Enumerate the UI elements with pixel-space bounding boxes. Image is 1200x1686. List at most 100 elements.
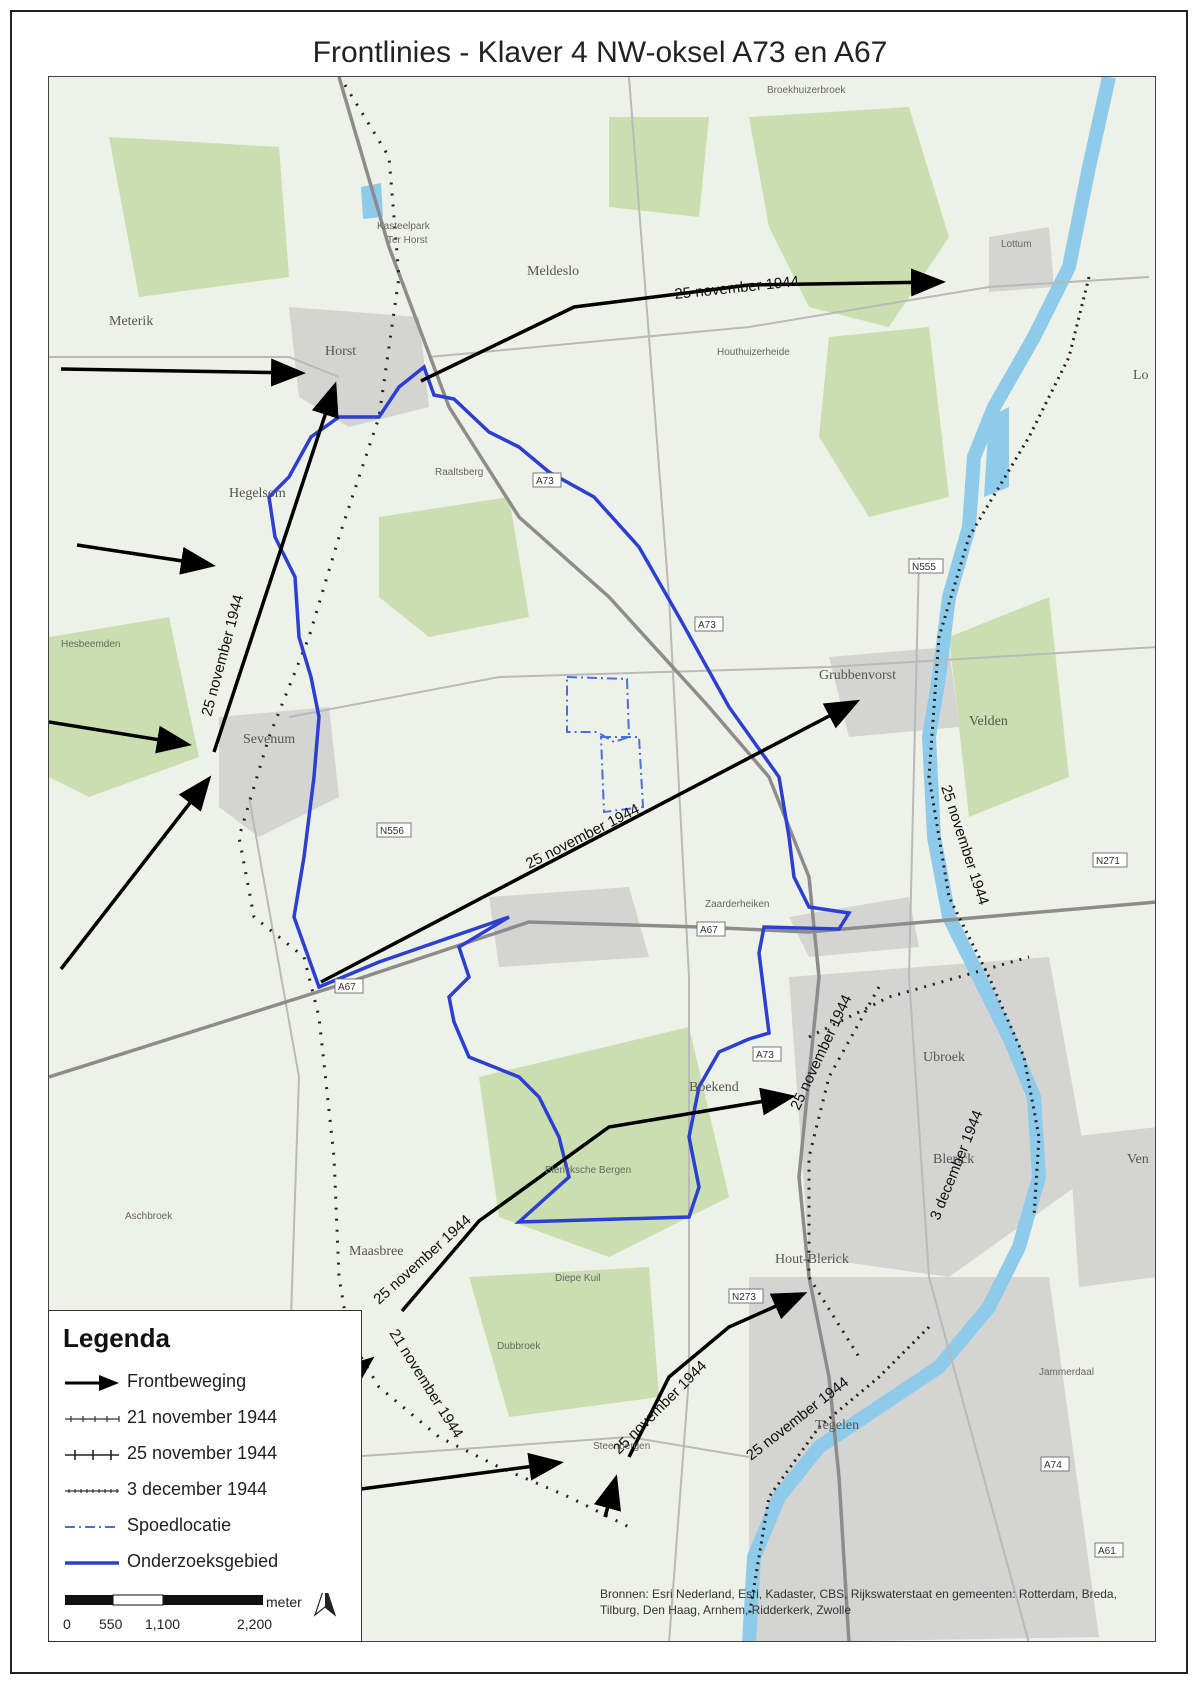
scale-tick: 0 <box>63 1616 71 1632</box>
front-date-label: 25 november 1944 <box>198 593 247 718</box>
legend-label: Onderzoeksgebied <box>127 1551 279 1571</box>
place-label: Hegelsom <box>229 486 286 501</box>
scale-unit: meter <box>266 1594 302 1610</box>
place-label: Jammerdaal <box>1039 1367 1094 1378</box>
legend-label: 21 november 1944 <box>127 1407 278 1427</box>
road <box>428 276 1150 358</box>
legend-item-frontbeweging: Frontbeweging <box>63 1369 353 1397</box>
frontline-3-december-south <box>747 1325 931 1618</box>
place-label: Boekend <box>689 1080 739 1095</box>
place-label: Sevenum <box>243 732 295 747</box>
place-label: Grubbenvorst <box>819 668 896 683</box>
front-date-label: 21 november 1944 <box>386 1326 467 1441</box>
maas-river <box>742 77 1116 1641</box>
place-label: Horst <box>325 344 356 359</box>
place-label: Blerick <box>933 1152 974 1167</box>
front-arrow <box>59 775 212 971</box>
line-dense-ticks-symbol <box>65 1489 119 1493</box>
place-label: Zaarderheiken <box>705 899 769 910</box>
place-label: Lo <box>1133 368 1149 383</box>
urban-tegelen <box>749 1277 1099 1641</box>
place-label: Lottum <box>1001 239 1032 250</box>
place-label: Maasbree <box>349 1244 403 1259</box>
forest-patch <box>109 137 289 297</box>
road-label-a74: A74 <box>1044 1460 1062 1471</box>
road-label-a73: A73 <box>536 476 554 487</box>
scale-bar: 0 550 1,100 2,200 meter N <box>63 1566 353 1637</box>
road-label-n271: N271 <box>1096 856 1120 867</box>
place-label: Diepe Kuil <box>555 1273 601 1284</box>
place-label: Houthuizerheide <box>717 347 790 358</box>
dash-dot-blue-symbol <box>65 1526 119 1528</box>
legend-item-25-november: 25 november 1944 <box>63 1441 353 1469</box>
road-label-a73: A73 <box>756 1050 774 1061</box>
front-arrow <box>400 1087 796 1313</box>
legend-item-3-december: 3 december 1944 <box>63 1477 353 1505</box>
legend-label: 25 november 1944 <box>127 1443 278 1463</box>
front-arrow <box>360 1452 564 1491</box>
road-label-n556: N556 <box>380 826 404 837</box>
scale-tick: 550 <box>99 1616 123 1632</box>
scale-bar-graphic: 0 550 1,100 2,200 meter N <box>63 1566 337 1632</box>
urban-lottum <box>989 227 1054 292</box>
line-ticks-symbol <box>65 1450 119 1460</box>
road <box>628 77 690 1641</box>
scale-tick: 1,100 <box>145 1616 180 1632</box>
north-arrow-fill <box>325 1585 335 1615</box>
front-arrow <box>49 720 192 754</box>
place-label: Meldeslo <box>527 264 579 279</box>
scale-tick: 2,200 <box>237 1616 272 1632</box>
forest-patch <box>469 1267 659 1417</box>
urgent-location-south <box>599 736 645 814</box>
forest-patch <box>819 327 949 517</box>
road-label-n273: N273 <box>732 1292 756 1303</box>
front-date-label: 25 november 1944 <box>370 1212 474 1308</box>
front-arrow <box>627 1292 808 1458</box>
place-label: Kasteelpark <box>377 221 431 232</box>
place-label: Ven <box>1127 1152 1149 1167</box>
road <box>288 646 1155 718</box>
road-label-a61: A61 <box>1098 1546 1116 1557</box>
place-label: Meterik <box>109 314 153 329</box>
front-lines <box>237 84 1091 1618</box>
road-shields: A73 A73 A73 A67 A67 N556 N555 N271 N273 … <box>334 472 1128 1558</box>
road-label-n555: N555 <box>912 562 936 573</box>
front-arrow <box>320 699 861 984</box>
road-label-a67: A67 <box>700 925 718 936</box>
road <box>49 356 340 378</box>
road-n271 <box>907 556 1030 1641</box>
front-arrow <box>76 543 216 575</box>
map-title: Frontlinies - Klaver 4 NW-oksel A73 en A… <box>312 36 888 69</box>
place-label: Hout-Blerick <box>775 1252 849 1267</box>
front-arrow <box>594 1474 621 1518</box>
place-label: Tegelen <box>815 1418 859 1433</box>
place-label: Ubroek <box>923 1050 965 1065</box>
road-label-a73: A73 <box>698 620 716 631</box>
place-label: Broekhuizerbroek <box>767 85 846 96</box>
legend-title: Legenda <box>63 1323 170 1353</box>
urgent-location-north <box>566 675 631 744</box>
place-label: Blericksche Bergen <box>545 1165 631 1176</box>
road-label-a67: A67 <box>338 982 356 993</box>
solid-blue-symbol <box>65 1561 119 1565</box>
legend-label: 3 december 1944 <box>127 1479 268 1499</box>
front-arrow <box>212 381 339 753</box>
place-label: Steenbergen <box>593 1441 650 1452</box>
urban-venlo <box>1069 1127 1155 1287</box>
front-movements <box>49 268 946 1518</box>
legend-label: Spoedlocatie <box>127 1515 232 1535</box>
motorway-a67 <box>49 900 1155 1079</box>
legend-item-spoedlocatie: Spoedlocatie <box>63 1513 353 1541</box>
forest-patch <box>379 497 529 637</box>
legend-label: Frontbeweging <box>127 1371 247 1391</box>
place-label: Aschbroek <box>125 1211 173 1222</box>
sources-credit: Bronnen: Esri Nederland, Esri, Kadaster,… <box>600 1587 1117 1617</box>
urban-sevenum <box>219 707 339 837</box>
place-label: Ter Horst <box>387 235 428 246</box>
legend-item-onderzoeksgebied: Onderzoeksgebied <box>63 1549 353 1577</box>
line-sparse-ticks-symbol <box>65 1416 120 1422</box>
study-area-boundary <box>267 364 852 1224</box>
place-label: Velden <box>969 714 1008 729</box>
arrow-symbol <box>65 1375 119 1391</box>
motorway-a73 <box>337 77 851 1641</box>
